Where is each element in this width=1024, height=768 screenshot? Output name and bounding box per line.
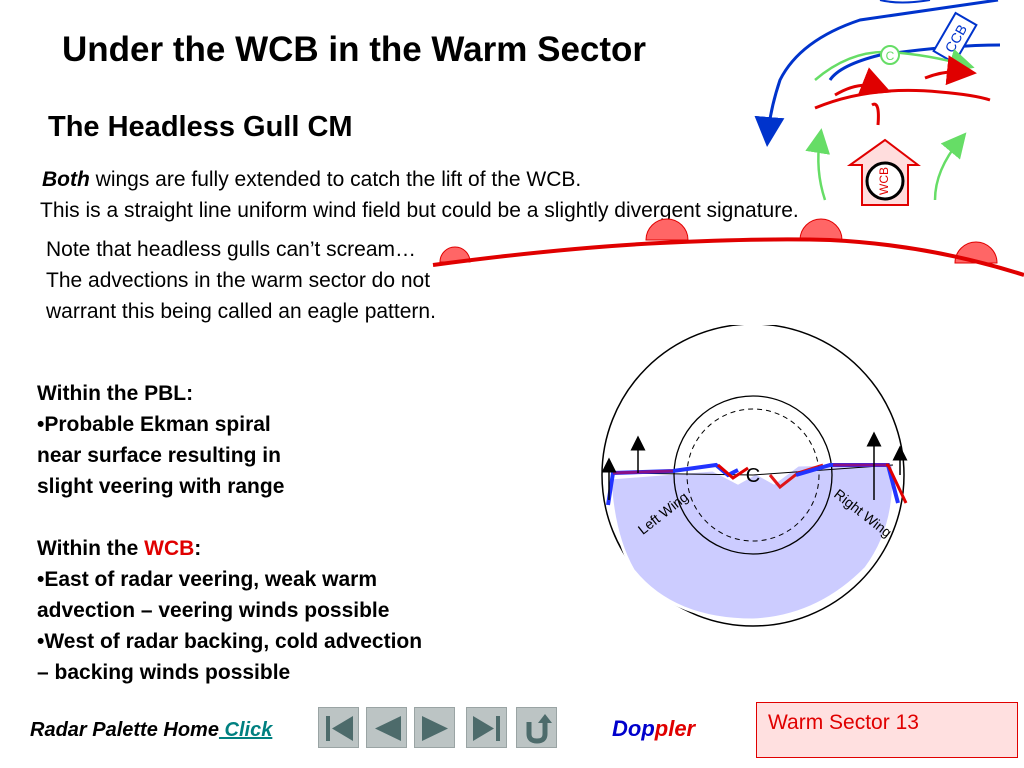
next-icon: [422, 716, 448, 741]
last-slide-button[interactable]: [466, 707, 507, 748]
wcb-heading-prefix: Within the: [37, 537, 145, 560]
radar-shaded-region: [608, 461, 896, 622]
home-text: Radar Palette Home: [30, 719, 219, 741]
green-flow-right: [933, 132, 967, 201]
home-link[interactable]: Click: [218, 719, 273, 741]
wcb-line: •West of radar backing, cold advection: [37, 630, 423, 653]
pbl-line: •Probable Ekman spiral: [37, 413, 271, 436]
pbl-heading: Within the PBL:: [37, 382, 194, 405]
red-flow-1: [814, 88, 991, 110]
front-schematic: CCB C WCB: [432, 0, 1024, 277]
wcb-label: WCB: [877, 167, 891, 195]
slide-label-box: [756, 702, 1018, 758]
wind-field-paragraph: This is a straight line uniform wind fie…: [40, 199, 799, 222]
red-flow-4: [871, 102, 880, 126]
first-slide-button[interactable]: [318, 707, 359, 748]
previous-slide-button[interactable]: [366, 707, 407, 748]
wcb-heading-suffix: :: [194, 537, 202, 560]
ccb-flow-outer: [754, 0, 999, 147]
doppler-brand: Doppler: [612, 716, 695, 742]
first-icon: [326, 716, 353, 741]
warm-front-line: [432, 237, 1024, 277]
c-marker-label: C: [886, 49, 895, 63]
c-marker-circle: [880, 45, 900, 65]
return-icon: [526, 714, 552, 744]
note-block: Note that headless gulls can’t scream… T…: [46, 234, 436, 327]
previous-icon: [375, 716, 401, 741]
brand-part2: pler: [654, 716, 696, 741]
ccb-flow-upper: [879, 0, 931, 4]
intro-rest: wings are fully extended to catch the li…: [89, 168, 582, 191]
note-line: warrant this being called an eagle patte…: [46, 300, 436, 323]
wcb-label-circle: [865, 161, 905, 201]
wcb-line: •East of radar veering, weak warm: [37, 568, 377, 591]
ccb-label-group: CCB: [932, 11, 978, 65]
explanation-block: Within the PBL: •Probable Ekman spiral n…: [37, 378, 422, 688]
wcb-line: advection – veering winds possible: [37, 599, 390, 622]
pbl-line: near surface resulting in: [37, 444, 281, 467]
slide-label: Warm Sector 13: [768, 711, 919, 734]
wcb-line: – backing winds possible: [37, 661, 291, 684]
green-flow-left: [805, 128, 831, 201]
pbl-line: slight veering with range: [37, 475, 285, 498]
intro-emphasis: Both: [42, 168, 90, 191]
intro-paragraph: Both wings are fully extended to catch t…: [42, 168, 581, 192]
ccb-flow-inner: [828, 43, 1001, 81]
red-flow-2: [834, 67, 892, 97]
wcb-heading: Within the WCB:: [37, 533, 422, 564]
warm-front-bump-1: [645, 218, 689, 241]
return-button[interactable]: [516, 707, 557, 748]
last-icon: [473, 716, 500, 741]
wcb-heading-highlight: WCB: [144, 537, 195, 560]
red-flow-3: [924, 55, 977, 86]
note-line: The advections in the warm sector do not: [46, 269, 431, 292]
brand-part1: Dop: [612, 716, 655, 741]
radar-palette-home: Radar Palette Home Click: [30, 719, 272, 742]
warm-front-bump-2: [799, 218, 843, 241]
page-subtitle: The Headless Gull CM: [48, 111, 353, 143]
next-slide-button[interactable]: [414, 707, 455, 748]
radar-inner-circle: [686, 408, 820, 542]
radar-center-label: C: [746, 465, 760, 487]
radar-middle-circle: [673, 395, 833, 555]
page-title: Under the WCB in the Warm Sector: [62, 30, 647, 69]
note-line: Note that headless gulls can’t scream…: [46, 238, 417, 261]
radar-diagram: C Left Wing Right Wing: [601, 325, 908, 627]
